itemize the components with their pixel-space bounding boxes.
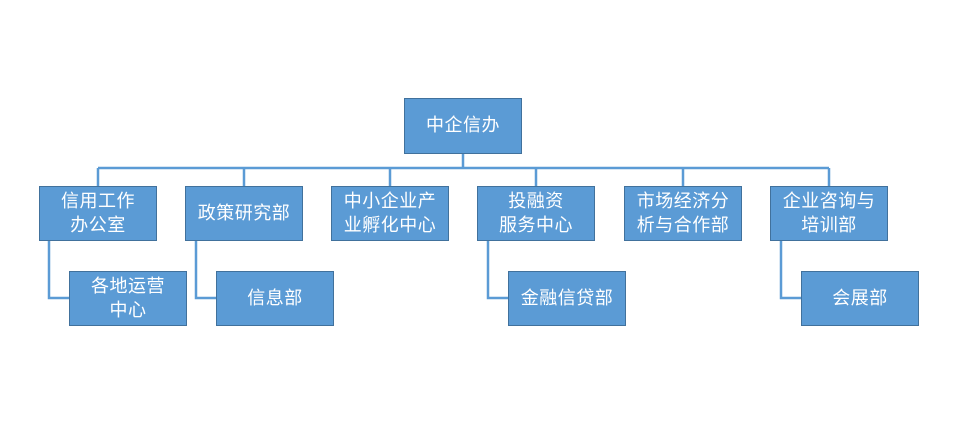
connector-sub-2 [194, 241, 216, 300]
dept-node: 市场经济分 析与合作部 [624, 186, 742, 241]
dept-node-label: 市场经济分 析与合作部 [636, 190, 730, 236]
sub-node: 会展部 [801, 271, 919, 326]
dept-node-label: 中小企业产 业孵化中心 [343, 190, 437, 236]
dept-node-label: 企业咨询与 培训部 [782, 190, 876, 236]
sub-node-label: 信息部 [247, 287, 303, 309]
dept-node-label: 政策研究部 [197, 202, 291, 224]
dept-node: 政策研究部 [185, 186, 303, 241]
root-node: 中企信办 [404, 98, 522, 154]
connector-sub-4 [486, 241, 508, 300]
sub-node-label: 金融信贷部 [520, 287, 614, 309]
sub-node: 信息部 [216, 271, 334, 326]
dept-node-label: 信用工作 办公室 [61, 190, 135, 236]
dept-node-label: 投融资 服务中心 [499, 190, 573, 236]
sub-node: 各地运营 中心 [69, 271, 187, 326]
root-node-label: 中企信办 [426, 115, 500, 136]
connector-sub-6 [779, 241, 801, 300]
sub-node-label: 各地运营 中心 [91, 275, 165, 321]
sub-node-label: 会展部 [832, 287, 888, 309]
dept-node: 投融资 服务中心 [477, 186, 595, 241]
dept-node: 信用工作 办公室 [39, 186, 157, 241]
dept-node: 企业咨询与 培训部 [770, 186, 888, 241]
connector-sub-1 [47, 241, 69, 300]
sub-node: 金融信贷部 [508, 271, 626, 326]
dept-node: 中小企业产 业孵化中心 [331, 186, 449, 241]
